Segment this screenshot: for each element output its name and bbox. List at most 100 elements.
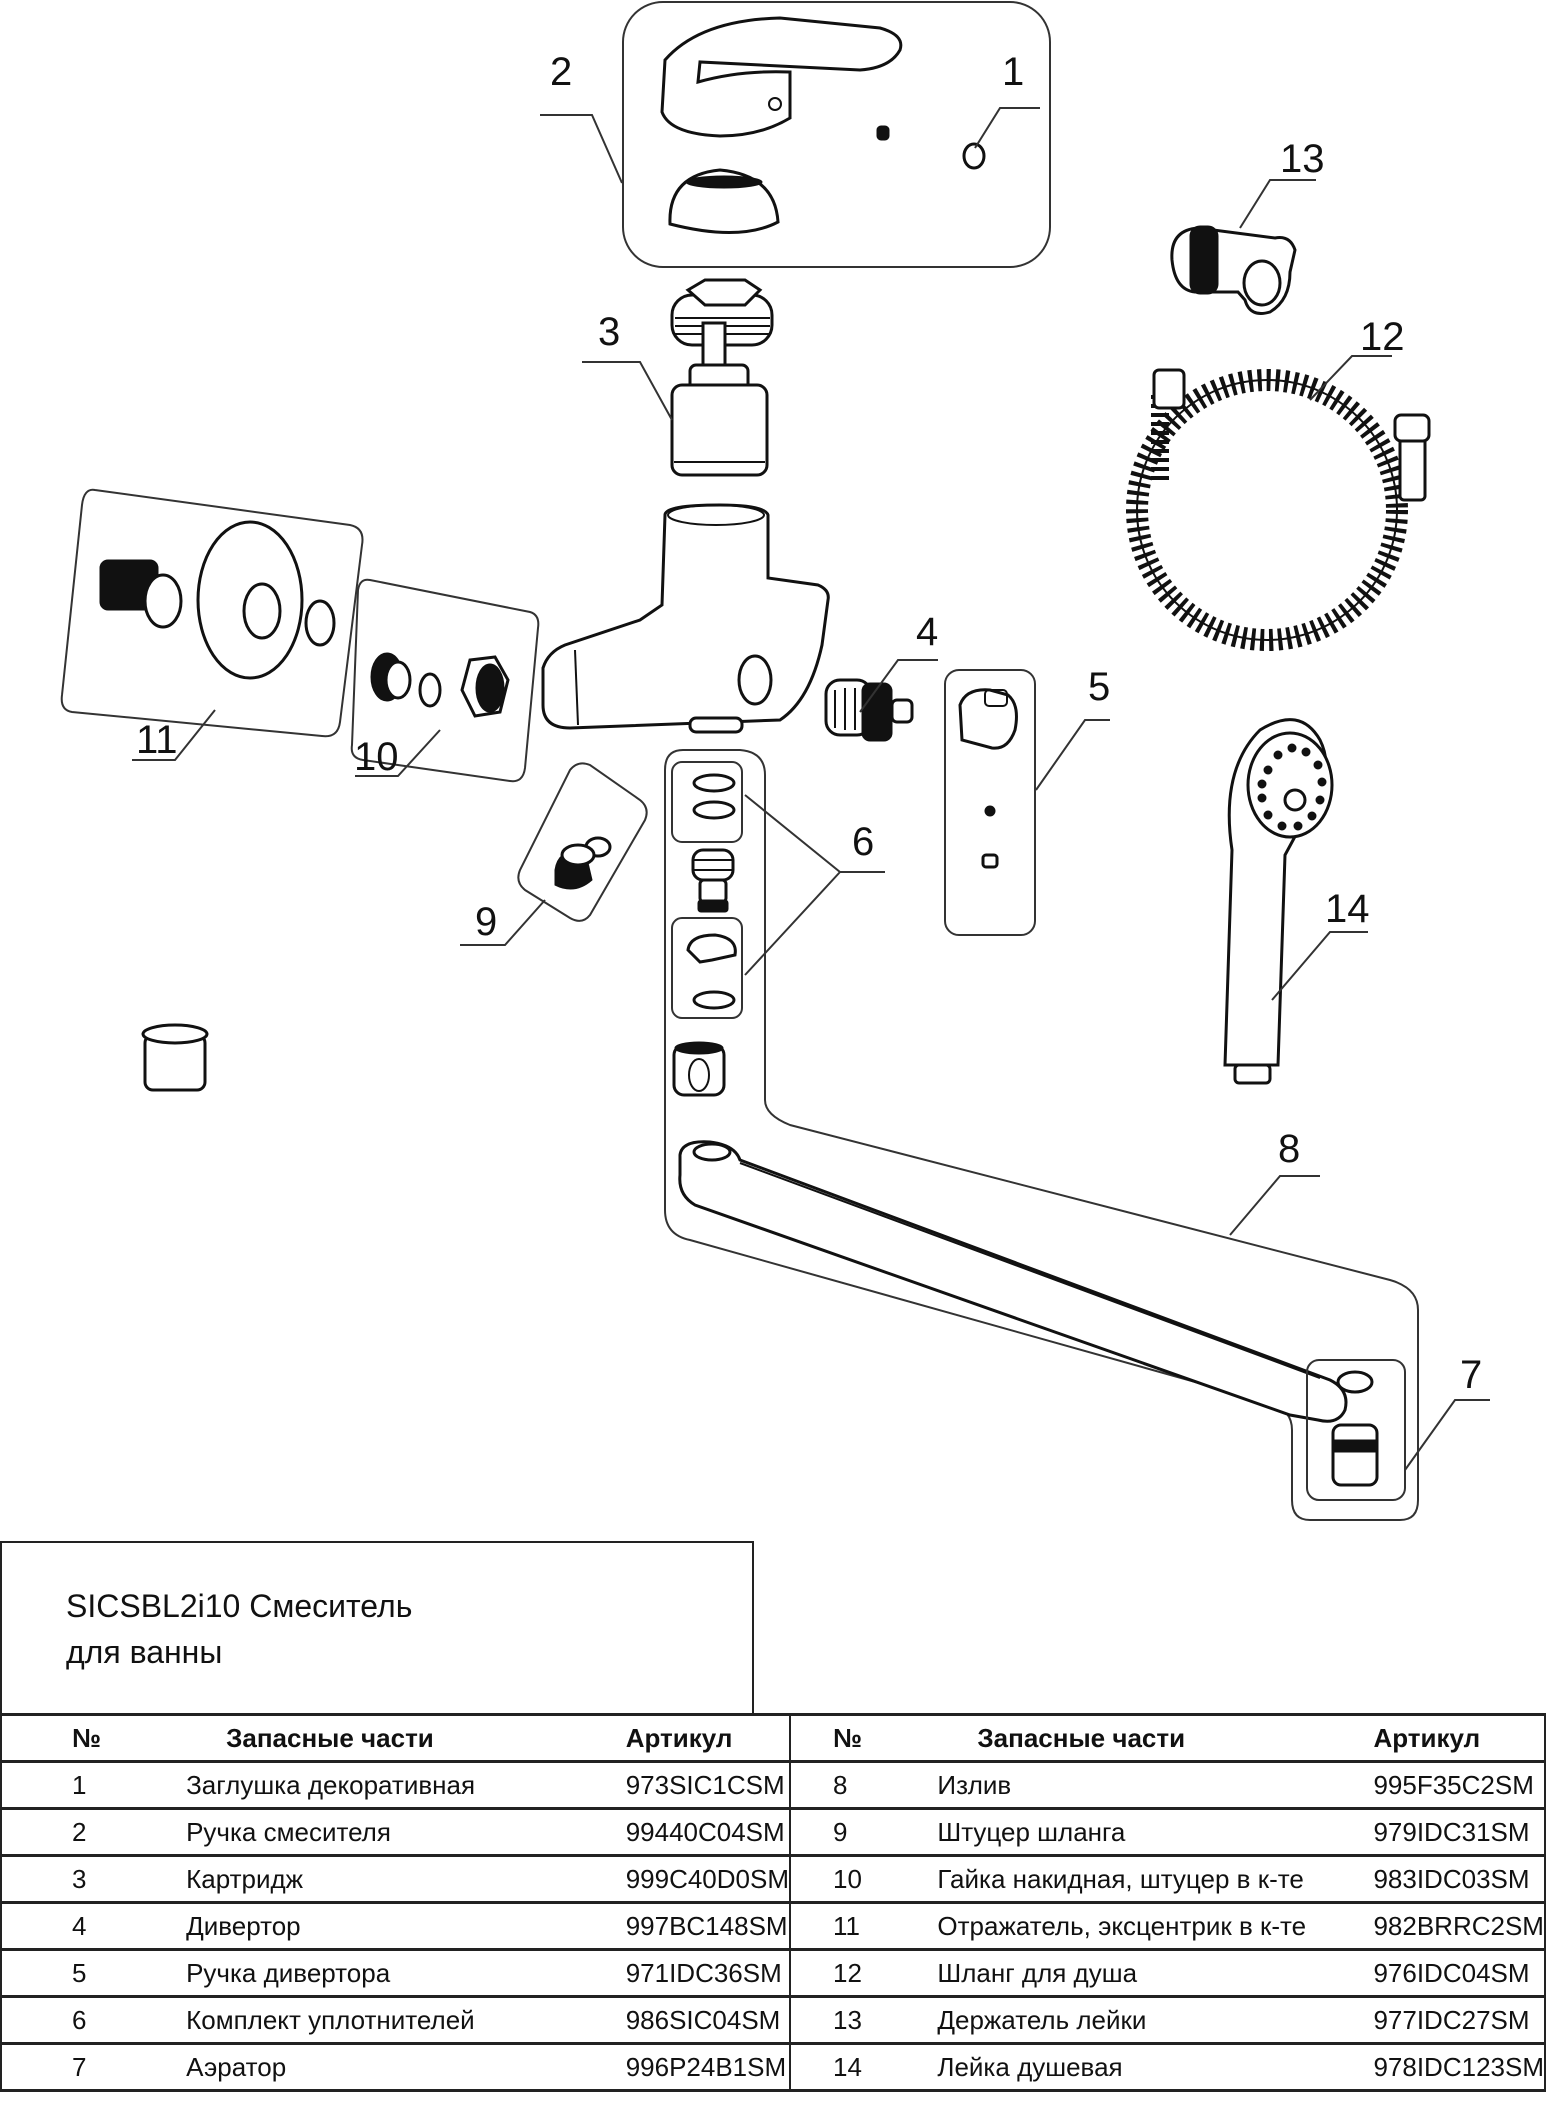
row-number: 4 — [0, 1901, 187, 1951]
callout-7: 7 — [1460, 1353, 1482, 1397]
part-3-cartridge-icon — [670, 321, 769, 477]
spout-nut-icon — [672, 1041, 726, 1097]
row-sku: 978IDC123SM — [1373, 2042, 1546, 2092]
callout-14: 14 — [1325, 887, 1370, 931]
part-9-group — [517, 762, 648, 922]
part-2-box — [622, 1, 1051, 268]
row-number: 6 — [0, 1995, 187, 2045]
callout-13: 13 — [1280, 137, 1325, 181]
callout-4: 4 — [916, 610, 938, 654]
oring-icon — [692, 773, 736, 793]
spray-nozzles — [1257, 743, 1327, 831]
row-number: 3 — [0, 1854, 187, 1904]
aerator-icon — [1331, 1423, 1379, 1487]
callout-5: 5 — [1088, 665, 1110, 709]
aerator-gasket-icon — [1336, 1370, 1374, 1394]
callout-8-leader — [1229, 1175, 1320, 1236]
callout-9-leader — [460, 899, 546, 946]
callout-7-leader — [1404, 1399, 1490, 1471]
part-9-box — [517, 762, 648, 922]
part-7-box — [1306, 1359, 1406, 1501]
handle-screw-hole — [768, 97, 782, 111]
cartridge-body — [670, 383, 769, 477]
row-sku: 995F35C2SM — [1373, 1760, 1546, 1810]
part-4-diverter-icon — [824, 678, 914, 742]
hose-end-fitting — [1152, 368, 1186, 410]
handle-lever-icon — [660, 16, 903, 138]
row-part-name: Ручка дивертора — [186, 1948, 626, 1998]
row-sku: 986SIC04SM — [625, 1995, 789, 2045]
row-sku: 971IDC36SM — [625, 1948, 789, 1998]
row-sku: 996P24B1SM — [625, 2042, 789, 2092]
row-sku: 999C40D0SM — [625, 1854, 789, 1904]
part-14-shower-head-icon — [1223, 718, 1334, 1085]
header-part-name: Запасные части — [937, 1713, 1374, 1763]
part-6-box-bottom — [671, 917, 743, 1019]
cap-opening — [685, 175, 763, 189]
cartridge-nut-icon — [670, 278, 774, 347]
part-8-box — [664, 749, 1419, 1521]
oring-icon — [692, 800, 736, 820]
row-part-name: Шланг для душа — [937, 1948, 1374, 1998]
row-number: 7 — [0, 2042, 187, 2092]
row-part-name: Гайка накидная, штуцер в к-те — [937, 1854, 1374, 1904]
row-number: 2 — [0, 1807, 187, 1857]
part-2-handle-group — [622, 1, 1051, 268]
callout-11-leader — [132, 709, 216, 761]
product-title-box: SICSBL2i10 Смеситель для ванны — [0, 1541, 754, 1713]
part-5-group — [944, 669, 1036, 936]
set-screw-icon — [876, 125, 890, 141]
callout-10: 10 — [354, 735, 399, 779]
callout-1-leader — [974, 107, 1040, 149]
row-number: 11 — [788, 1901, 938, 1951]
diverter-knob-icon — [958, 688, 1018, 750]
reflector-hole — [242, 582, 282, 640]
oring-icon — [692, 990, 736, 1010]
row-sku: 982BRRC2SM — [1373, 1901, 1546, 1951]
row-part-name: Держатель лейки — [937, 1995, 1374, 2045]
part-10-group — [350, 578, 540, 783]
row-sku: 99440C04SM — [625, 1807, 789, 1857]
bushing-icon — [141, 1023, 209, 1092]
callout-10-leader — [355, 729, 441, 777]
union-oring-icon — [418, 672, 442, 708]
callout-3: 3 — [598, 310, 620, 354]
exploded-diagram: 2 1 3 11 1 — [60, 1, 1490, 1521]
callout-9: 9 — [475, 900, 497, 944]
product-title: SICSBL2i10 Смеситель для ванны — [66, 1583, 412, 1675]
part-5-box — [944, 669, 1036, 936]
decorative-plug-icon — [962, 142, 986, 170]
row-part-name: Излив — [937, 1760, 1374, 1810]
spout-adapter-icon — [691, 848, 735, 913]
callout-13-leader — [1239, 179, 1316, 229]
hose-nut-fitting — [1393, 413, 1431, 443]
callout-3-leader — [582, 361, 673, 421]
row-part-name: Ручка смесителя — [186, 1807, 626, 1857]
callout-6-leader — [744, 794, 885, 976]
row-number: 5 — [0, 1948, 187, 1998]
reflector-gasket-icon — [304, 599, 336, 647]
eccentric-outlet — [143, 573, 183, 629]
union-fitting-outlet — [384, 660, 412, 700]
row-part-name: Комплект уплотнителей — [186, 1995, 626, 2045]
row-sku: 997BC148SM — [625, 1901, 789, 1951]
callout-14-leader — [1271, 931, 1368, 1001]
row-part-name: Отражатель, эксцентрик в к-те — [937, 1901, 1374, 1951]
callout-1: 1 — [1002, 50, 1024, 94]
mixer-body-icon — [541, 503, 830, 734]
part-7-group — [1306, 1359, 1406, 1501]
